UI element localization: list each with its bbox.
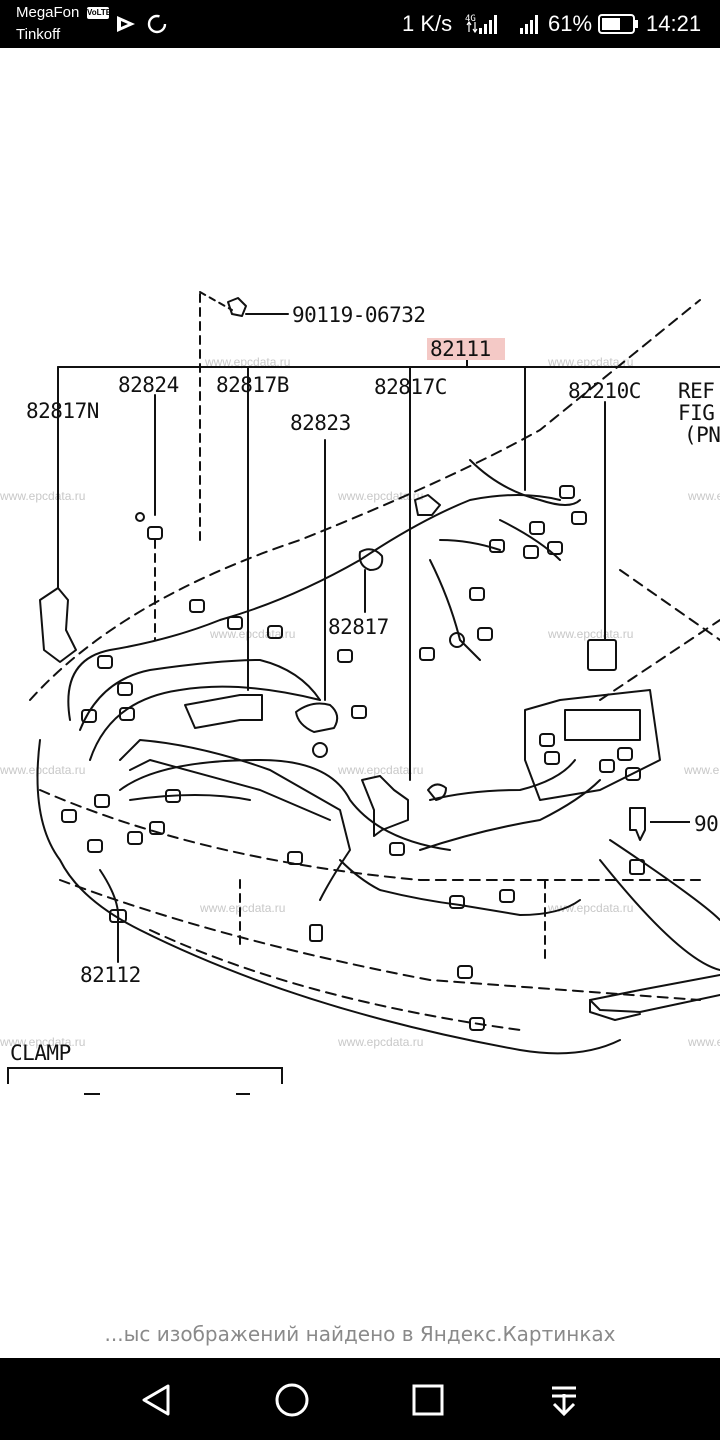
clamp-box — [7, 1067, 283, 1095]
part-label-90: 90 — [694, 812, 718, 836]
connectors — [61, 485, 645, 1031]
carrier-1-label: MegaFon — [16, 4, 80, 21]
watermark-text: www.epcdata.ru — [683, 763, 720, 777]
part-label-82111: 82111 — [430, 337, 491, 361]
watermark-text: www.epcdata.ru — [547, 355, 633, 369]
4g-signal-icon: 4G — [465, 14, 497, 34]
back-icon — [142, 1384, 170, 1416]
watermark-text: www.epcdata.ru — [687, 1035, 720, 1049]
home-button[interactable] — [262, 1370, 322, 1430]
watermark-text: www.epcdata.ru — [547, 901, 633, 915]
ref-label-line-2: FIG — [678, 401, 714, 425]
sync-icon — [147, 14, 167, 34]
recents-button[interactable] — [398, 1370, 458, 1430]
volte-badge: VoLTE — [87, 7, 112, 19]
watermark-text: www.epcdata.ru — [337, 1035, 423, 1049]
watermark-text: www.epcdata.ru — [337, 489, 423, 503]
part-label-82112: 82112 — [80, 963, 141, 987]
part-label-82817c: 82817C — [374, 375, 447, 399]
watermarks: www.epcdata.ru www.epcdata.ru www.epcdat… — [0, 355, 720, 1049]
watermark-text: www.epcdata.ru — [547, 627, 633, 641]
status-bar: MegaFon VoLTE Tinkoff 1 K/s 4G 61% 14:21 — [0, 0, 720, 48]
notifications-pull-icon — [552, 1386, 576, 1417]
play-store-icon — [117, 16, 135, 32]
net-speed: 1 K/s — [402, 11, 453, 36]
bolt-90119 — [199, 291, 289, 317]
watermark-text: www.epcdata.ru — [199, 901, 285, 915]
highlight-82111 — [427, 338, 505, 360]
part-label-82817b: 82817B — [216, 373, 289, 397]
part-labels: 90119-06732 82111 82817N 82824 82817B 82… — [10, 303, 720, 1065]
navigation-bar — [0, 1358, 720, 1440]
home-icon — [275, 1383, 309, 1417]
wiring-harness-diagram[interactable]: www.epcdata.ru www.epcdata.ru www.epcdat… — [0, 48, 720, 1358]
watermark-text: www.epcdata.ru — [0, 1035, 85, 1049]
part-label-82823: 82823 — [290, 411, 351, 435]
battery-percent: 61% — [548, 11, 593, 36]
watermark-text: www.epcdata.ru — [687, 489, 720, 503]
watermark-text: www.epcdata.ru — [0, 763, 85, 777]
watermark-text: www.epcdata.ru — [204, 355, 290, 369]
part-label-82817n: 82817N — [26, 399, 99, 423]
part-label-82210c: 82210C — [568, 379, 641, 403]
carrier-2-label: Tinkoff — [16, 26, 61, 43]
battery-icon — [598, 14, 638, 34]
clamp-label: CLAMP — [10, 1041, 71, 1065]
part-label-82824: 82824 — [118, 373, 179, 397]
part-label-82817: 82817 — [328, 615, 389, 639]
network-type-label: 4G — [465, 14, 476, 24]
ref-label-line-1: REF — [678, 379, 714, 403]
image-caption[interactable]: ...ыс изображений найдено в Яндекс.Карти… — [104, 1322, 616, 1346]
notifications-pull-button[interactable] — [534, 1370, 594, 1430]
clock: 14:21 — [646, 11, 702, 36]
recents-icon — [412, 1384, 444, 1416]
ref-label-line-3: (PN — [684, 423, 720, 447]
image-viewer[interactable]: www.epcdata.ru www.epcdata.ru www.epcdat… — [0, 48, 720, 1358]
watermark-text: www.epcdata.ru — [0, 489, 85, 503]
part-label-90119-06732: 90119-06732 — [292, 303, 426, 327]
signal-icon — [520, 15, 538, 34]
back-button[interactable] — [126, 1370, 186, 1430]
watermark-text: www.epcdata.ru — [337, 763, 423, 777]
